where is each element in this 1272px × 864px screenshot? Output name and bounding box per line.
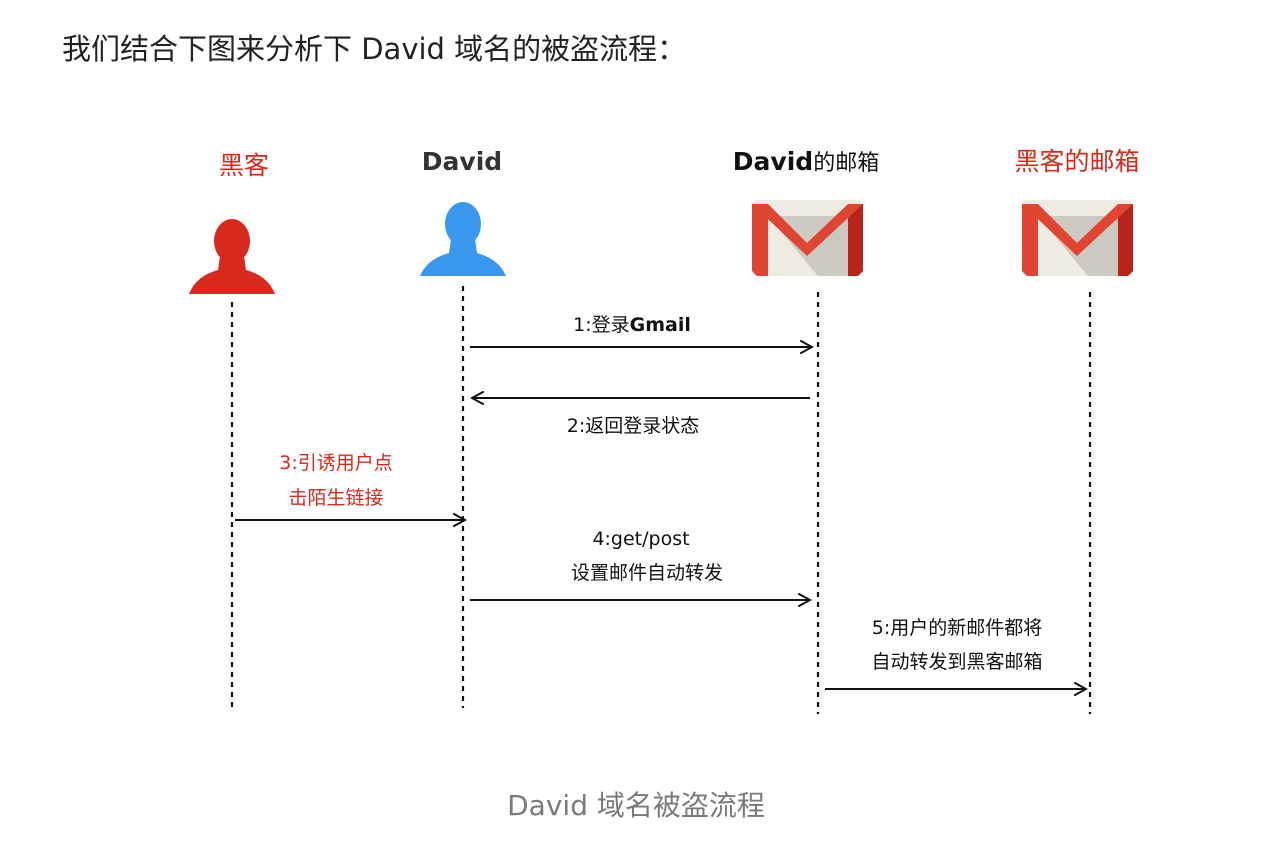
actor-label-hacker-mailbox: 黑客的邮箱 [1014, 147, 1139, 176]
message-5-label-line2: 自动转发到黑客邮箱 [871, 651, 1042, 673]
message-3-label-line1: 3:引诱用户点 [279, 452, 393, 474]
actor-label-david-mailbox-bold: David [733, 147, 813, 176]
message-2-label: 2:返回登录状态 [567, 415, 700, 437]
message-5-label-line1: 5:用户的新邮件都将 [872, 617, 1043, 639]
gmail-icon [1022, 200, 1133, 276]
message-4-label-line2: 设置邮件自动转发 [571, 562, 723, 584]
sequence-diagram: 黑客 David David的邮箱 黑客的邮箱 1:登录Gmail [189, 147, 1140, 714]
message-1-prefix: 1:登录 [573, 314, 630, 336]
intro-paragraph: 我们结合下图来分析下 David 域名的被盗流程： [62, 32, 687, 66]
message-3-label-line2: 击陌生链接 [288, 487, 383, 509]
message-1-label: 1:登录Gmail [573, 314, 691, 336]
figure-caption: David 域名被盗流程 [507, 789, 765, 822]
actor-label-hacker: 黑客 [219, 151, 269, 180]
person-icon [420, 202, 506, 276]
gmail-icon [752, 200, 863, 276]
person-icon [189, 219, 275, 294]
actor-label-david-mailbox-rest: 的邮箱 [813, 151, 879, 176]
actor-label-david: David [422, 147, 502, 176]
actor-label-david-mailbox: David的邮箱 [733, 147, 879, 176]
message-1-bold: Gmail [630, 314, 691, 336]
message-4-label-line1: 4:get/post [592, 528, 689, 550]
